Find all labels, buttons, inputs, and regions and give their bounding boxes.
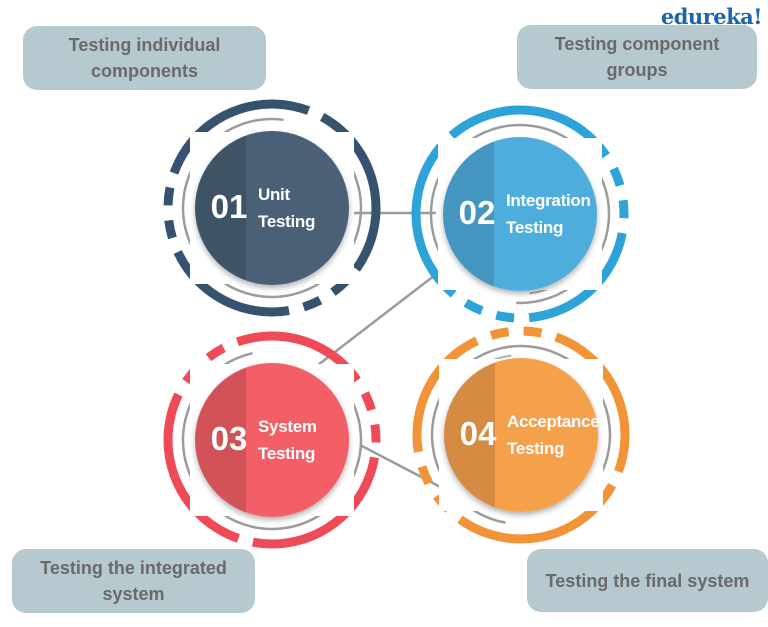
callout-testing-final-system: Testing the final system	[527, 549, 768, 612]
dashed-ring	[411, 105, 629, 323]
step-title: Acceptance Testing	[507, 412, 600, 458]
step-integration-testing: 02 Integration Testing	[400, 94, 640, 334]
step-system-testing: 03 System Testing	[152, 320, 392, 560]
step-number: 03	[210, 420, 248, 457]
step-title: Integration Testing	[506, 191, 591, 237]
dashed-ring	[412, 326, 630, 544]
callout-testing-integrated-system: Testing the integrated system	[12, 549, 255, 613]
circle-fill	[444, 358, 598, 512]
callout-text: Testing component groups	[554, 34, 720, 80]
dashed-ring	[163, 99, 381, 317]
callout-testing-individual-components: Testing individual components	[23, 26, 266, 90]
connector-integration-to-system	[317, 261, 453, 366]
circle-fill	[195, 131, 349, 285]
circle-fill	[443, 137, 597, 291]
step-unit-testing: 01 Unit Testing	[152, 88, 392, 328]
connector-system-to-acceptance	[359, 443, 451, 494]
step-title: Unit Testing	[258, 185, 316, 231]
step-badge-graphic	[412, 326, 630, 544]
step-badge-graphic	[163, 99, 381, 317]
callout-testing-component-groups: Testing component groups	[517, 25, 757, 89]
dashed-ring	[163, 331, 381, 549]
step-title: System Testing	[258, 417, 317, 463]
callout-text: Testing the integrated system	[40, 558, 227, 604]
step-badge-graphic	[163, 331, 381, 549]
step-number: 04	[459, 415, 497, 452]
edureka-logo: edureka!	[660, 4, 763, 29]
step-number: 01	[210, 188, 248, 225]
step-badge-graphic	[411, 105, 629, 323]
callout-text: Testing individual components	[68, 35, 221, 81]
step-number: 02	[458, 194, 496, 231]
step-acceptance-testing: 04 Acceptance Testing	[401, 315, 641, 555]
circle-fill	[195, 363, 349, 517]
callout-text: Testing the final system	[545, 570, 750, 591]
